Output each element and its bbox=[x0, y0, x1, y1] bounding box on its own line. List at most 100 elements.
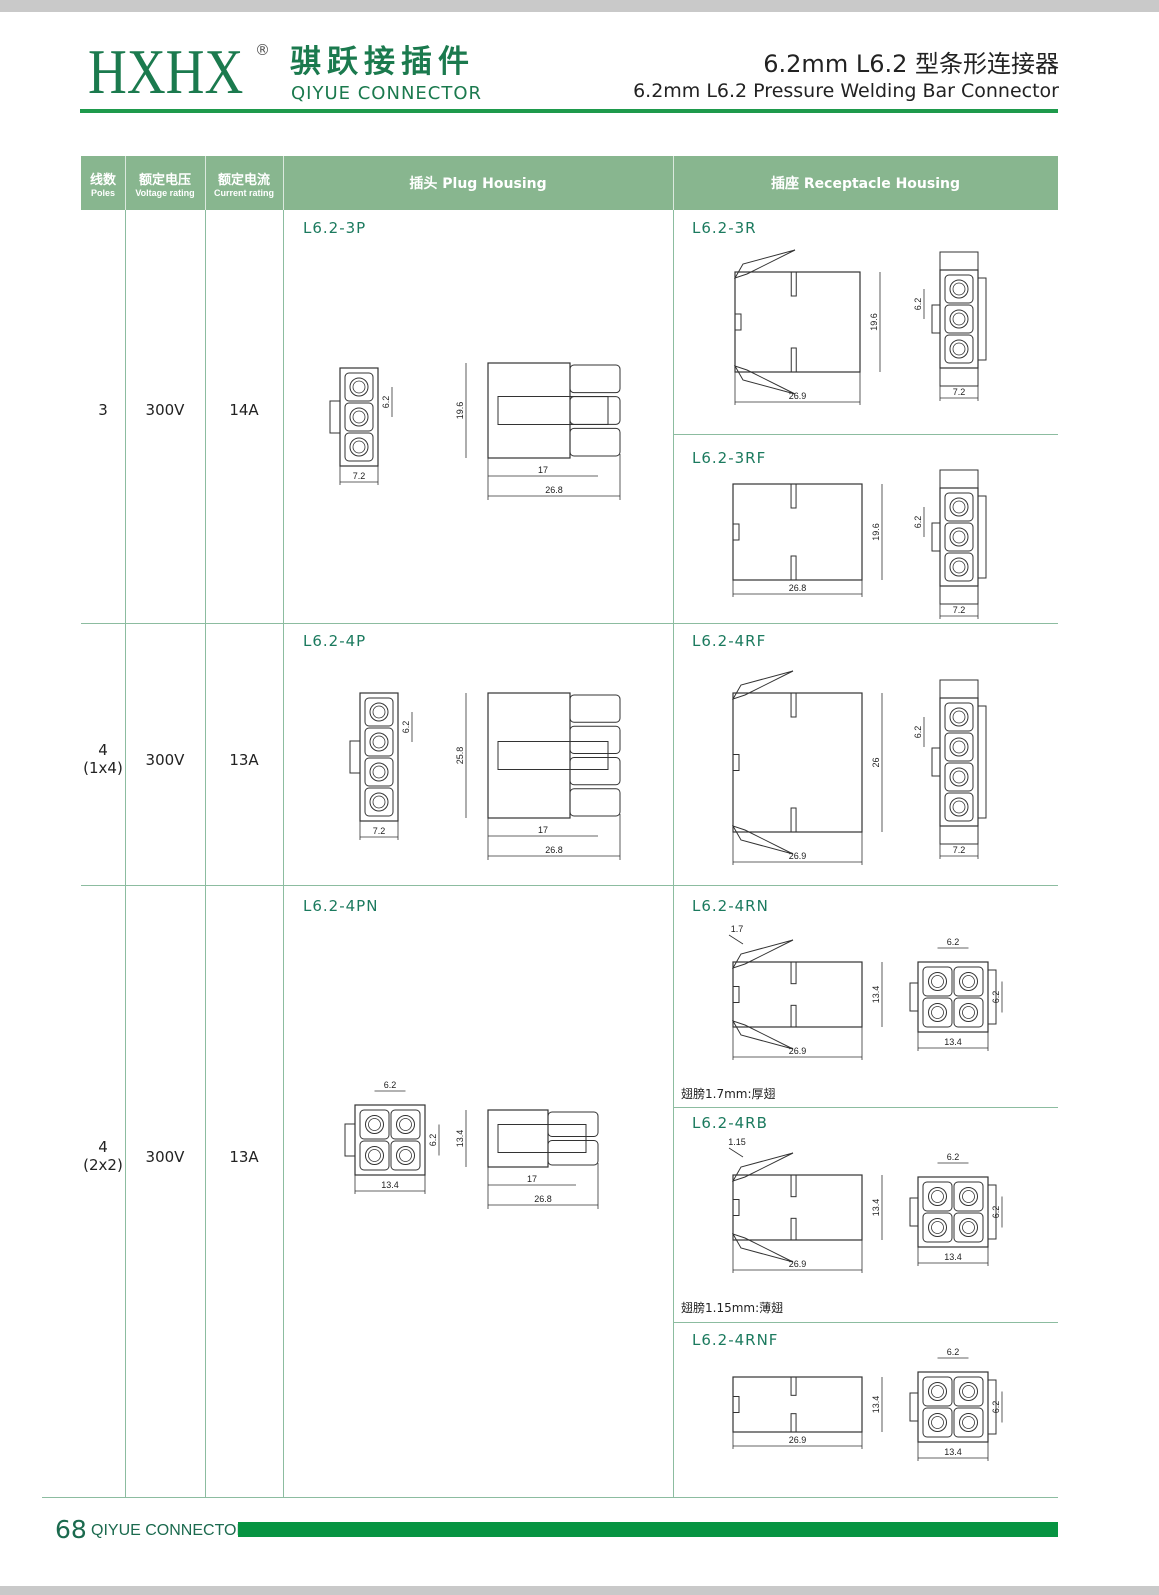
side-tab bbox=[977, 495, 987, 579]
contact-hole-icon bbox=[952, 342, 966, 356]
terminal-pin bbox=[569, 364, 621, 394]
side-tab bbox=[977, 277, 987, 361]
slot bbox=[790, 271, 797, 297]
dimension-label: 1.7 bbox=[731, 924, 744, 934]
notch bbox=[732, 523, 740, 541]
contact-hole-icon bbox=[959, 1187, 978, 1206]
contact-hole-icon bbox=[928, 1003, 947, 1022]
side-tab bbox=[931, 304, 941, 334]
dimension-label: 6.2 bbox=[428, 1134, 438, 1147]
contact-cavity bbox=[922, 1407, 953, 1438]
contact-hole-icon bbox=[349, 437, 369, 457]
front-view-outline bbox=[917, 961, 989, 1033]
contact-hole-icon bbox=[962, 1385, 975, 1398]
header-current-cn: 额定电流 bbox=[217, 172, 270, 188]
column-divider bbox=[673, 210, 674, 1497]
divider bbox=[673, 156, 674, 210]
divider bbox=[125, 156, 126, 210]
contact-hole-icon bbox=[949, 279, 969, 299]
poles-arrangement: (1x4) bbox=[83, 759, 123, 777]
contact-hole-icon bbox=[949, 309, 969, 329]
voltage-cell: 300V bbox=[145, 401, 185, 419]
side-view-outline bbox=[732, 961, 863, 1028]
footer-bar bbox=[238, 1522, 1058, 1537]
dimension-line bbox=[728, 934, 744, 945]
divider bbox=[205, 156, 206, 210]
contact-cavity bbox=[944, 552, 974, 582]
model-label: L6.2-3R bbox=[692, 219, 757, 237]
contact-hole-icon bbox=[372, 735, 386, 749]
current-cell: 14A bbox=[229, 401, 259, 419]
contact-cavity bbox=[364, 697, 394, 727]
wing-note: 翅膀1.7mm:厚翅 bbox=[681, 1087, 776, 1101]
contact-hole-icon bbox=[372, 765, 386, 779]
contact-cavity bbox=[953, 966, 984, 997]
contact-hole-icon bbox=[962, 1190, 975, 1203]
contact-hole-icon bbox=[962, 1416, 975, 1429]
dimension-label: 13.4 bbox=[871, 986, 881, 1004]
poles-cell: 3 bbox=[63, 401, 143, 419]
header-receptacle: 插座 Receptacle Housing bbox=[771, 176, 960, 192]
slot bbox=[790, 555, 797, 581]
dimension-label: 26.8 bbox=[545, 845, 563, 855]
contact-hole-icon bbox=[952, 770, 966, 784]
side-view-outline bbox=[732, 692, 863, 833]
header-poles-en: Poles bbox=[90, 187, 115, 198]
model-label: L6.2-4P bbox=[303, 632, 367, 650]
contact-hole-icon bbox=[928, 1413, 947, 1432]
locking-wing bbox=[731, 1152, 794, 1182]
contact-cavity bbox=[953, 1376, 984, 1407]
contact-cavity bbox=[922, 966, 953, 997]
column-divider bbox=[125, 210, 126, 1497]
contact-cavity bbox=[359, 1140, 390, 1171]
contact-hole-icon bbox=[931, 975, 944, 988]
slot bbox=[790, 1413, 797, 1433]
voltage-cell: 300V bbox=[145, 1148, 185, 1166]
locking-wing bbox=[731, 1020, 794, 1050]
latch-bar bbox=[497, 741, 609, 770]
page-title-cn: 6.2mm L6.2 型条形连接器 bbox=[763, 50, 1059, 78]
side-tab bbox=[909, 982, 919, 1012]
dimension-line bbox=[728, 1147, 744, 1158]
contact-hole-icon bbox=[399, 1118, 412, 1131]
contact-cavity bbox=[922, 1376, 953, 1407]
contact-cavity bbox=[364, 757, 394, 787]
poles-arrangement: (2x2) bbox=[83, 1156, 123, 1174]
contact-cavity bbox=[953, 1212, 984, 1243]
front-view-outline bbox=[939, 487, 979, 587]
header-voltage-en: Voltage rating bbox=[135, 187, 195, 198]
contact-cavity bbox=[944, 334, 974, 364]
contact-hole-icon bbox=[952, 530, 966, 544]
slot bbox=[790, 692, 797, 718]
terminal-pin bbox=[569, 757, 621, 786]
contact-cavity bbox=[364, 787, 394, 817]
slot bbox=[790, 961, 797, 985]
poles-cell: 4(2x2) bbox=[63, 1138, 143, 1174]
dimension-label: 6.2 bbox=[991, 1401, 1001, 1414]
dimension-label: 6.2 bbox=[384, 1080, 397, 1090]
dimension-label: 26.9 bbox=[789, 1435, 807, 1445]
front-view-outline bbox=[359, 692, 399, 822]
contact-hole-icon bbox=[959, 972, 978, 991]
poles-value: 4 bbox=[98, 741, 108, 759]
slot bbox=[790, 347, 797, 373]
dimension-label: 19.6 bbox=[869, 313, 879, 331]
poles-value: 4 bbox=[98, 1138, 108, 1156]
dimension-label: 13.4 bbox=[455, 1130, 465, 1148]
header-rule bbox=[80, 109, 1058, 113]
notch bbox=[732, 754, 740, 771]
dimension-label: 26 bbox=[871, 757, 881, 767]
row-divider bbox=[81, 623, 1058, 624]
model-label: L6.2-3P bbox=[303, 219, 367, 237]
side-tab bbox=[931, 747, 941, 777]
voltage-cell: 300V bbox=[145, 751, 185, 769]
dimension-label: 26.8 bbox=[789, 583, 807, 593]
bottom-border bbox=[0, 1586, 1159, 1595]
side-view-outline bbox=[732, 1376, 863, 1433]
contact-cavity bbox=[944, 762, 974, 792]
contact-hole-icon bbox=[396, 1146, 415, 1165]
side-tab bbox=[909, 1197, 919, 1227]
poles-value: 3 bbox=[98, 401, 108, 419]
